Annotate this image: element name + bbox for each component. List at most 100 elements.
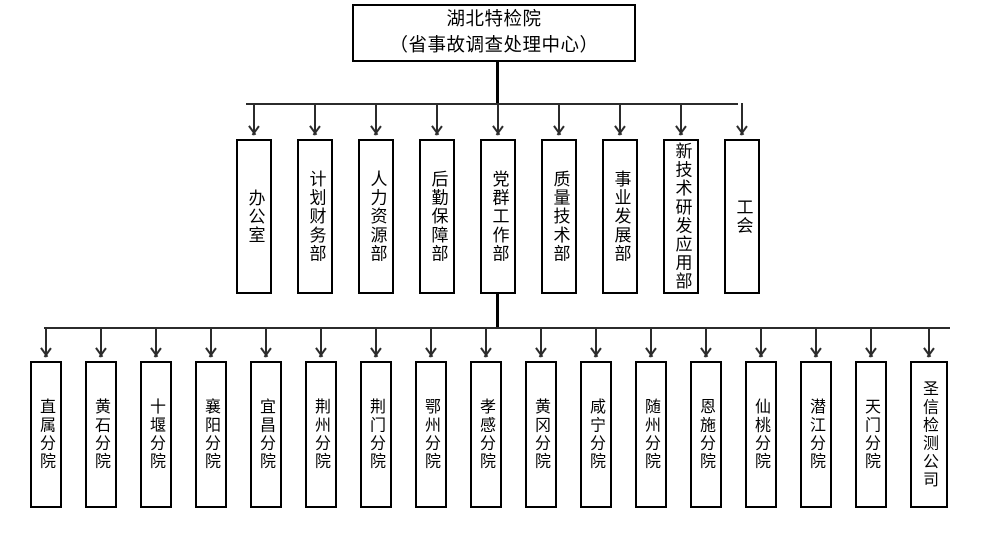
org-node-branch-label: 恩施分院 — [697, 398, 716, 471]
org-node-branch[interactable]: 圣信检测公司 — [910, 361, 948, 508]
connector-branch-drop — [320, 327, 322, 353]
org-node-branch[interactable]: 孝感分院 — [470, 361, 502, 508]
connector-level2-to-level3-drop — [496, 293, 499, 328]
arrow-down-icon — [492, 126, 505, 135]
org-node-branch-label: 咸宁分院 — [587, 398, 606, 471]
arrow-down-icon — [150, 348, 163, 357]
connector-branch-drop — [815, 327, 817, 353]
org-node-root[interactable]: 湖北特检院 （省事故调查处理中心） — [352, 4, 636, 62]
arrow-down-icon — [370, 348, 383, 357]
org-node-department[interactable]: 党群工作部 — [480, 139, 516, 294]
org-node-department[interactable]: 新技术研发应用部 — [663, 139, 699, 294]
connector-department-drop — [497, 103, 499, 131]
connector-department-drop — [741, 103, 743, 131]
org-node-branch[interactable]: 潜江分院 — [800, 361, 832, 508]
connector-branch-drop — [45, 327, 47, 353]
connector-branch-drop — [928, 327, 930, 353]
arrow-down-icon — [370, 126, 383, 135]
connector-branch-drop — [155, 327, 157, 353]
connector-root-drop — [496, 62, 499, 104]
org-node-department-label: 工会 — [732, 197, 753, 236]
org-node-department[interactable]: 人力资源部 — [358, 139, 394, 294]
arrow-down-icon — [675, 126, 688, 135]
org-node-department-label: 党群工作部 — [488, 170, 509, 263]
connector-branch-drop — [265, 327, 267, 353]
org-node-department-label: 人力资源部 — [366, 170, 387, 263]
org-node-branch[interactable]: 荆州分院 — [305, 361, 337, 508]
connector-department-drop — [619, 103, 621, 131]
arrow-down-icon — [205, 348, 218, 357]
arrow-down-icon — [535, 348, 548, 357]
arrow-down-icon — [553, 126, 566, 135]
org-node-department[interactable]: 事业发展部 — [602, 139, 638, 294]
arrow-down-icon — [431, 126, 444, 135]
connector-department-drop — [436, 103, 438, 131]
arrow-down-icon — [736, 126, 749, 135]
org-node-department-label: 质量技术部 — [549, 170, 570, 263]
org-node-department[interactable]: 办公室 — [236, 139, 272, 294]
org-node-department-label: 计划财务部 — [305, 170, 326, 263]
connector-branch-drop — [760, 327, 762, 353]
org-node-branch-label: 天门分院 — [862, 398, 881, 471]
org-node-branch[interactable]: 十堰分院 — [140, 361, 172, 508]
org-node-branch-label: 孝感分院 — [477, 398, 496, 471]
arrow-down-icon — [260, 348, 273, 357]
connector-branch-drop — [100, 327, 102, 353]
org-node-branch[interactable]: 襄阳分院 — [195, 361, 227, 508]
connector-branch-drop — [650, 327, 652, 353]
org-node-branch-label: 十堰分院 — [147, 398, 166, 471]
connector-department-drop — [314, 103, 316, 131]
connector-branch-drop — [210, 327, 212, 353]
org-node-branch[interactable]: 鄂州分院 — [415, 361, 447, 508]
org-node-department-label: 办公室 — [244, 188, 265, 245]
arrow-down-icon — [40, 348, 53, 357]
org-node-branch-label: 仙桃分院 — [752, 398, 771, 471]
org-node-branch-label: 黄石分院 — [92, 398, 111, 471]
connector-department-drop — [375, 103, 377, 131]
org-node-branch[interactable]: 恩施分院 — [690, 361, 722, 508]
org-node-department-label: 事业发展部 — [610, 170, 631, 263]
org-node-department[interactable]: 计划财务部 — [297, 139, 333, 294]
org-node-branch[interactable]: 黄石分院 — [85, 361, 117, 508]
org-node-branch[interactable]: 直属分院 — [30, 361, 62, 508]
arrow-down-icon — [315, 348, 328, 357]
arrow-down-icon — [248, 126, 261, 135]
connector-department-drop — [558, 103, 560, 131]
arrow-down-icon — [865, 348, 878, 357]
org-node-department-label: 后勤保障部 — [427, 170, 448, 263]
org-node-branch[interactable]: 宜昌分院 — [250, 361, 282, 508]
arrow-down-icon — [480, 348, 493, 357]
connector-level2-bus — [246, 103, 738, 105]
org-node-branch[interactable]: 黄冈分院 — [525, 361, 557, 508]
org-node-branch[interactable]: 咸宁分院 — [580, 361, 612, 508]
org-node-branch-label: 鄂州分院 — [422, 398, 441, 471]
arrow-down-icon — [614, 126, 627, 135]
org-node-branch-label: 襄阳分院 — [202, 398, 221, 471]
org-node-branch-label: 黄冈分院 — [532, 398, 551, 471]
org-node-branch-label: 潜江分院 — [807, 398, 826, 471]
connector-branch-drop — [705, 327, 707, 353]
connector-branch-drop — [540, 327, 542, 353]
arrow-down-icon — [645, 348, 658, 357]
arrow-down-icon — [700, 348, 713, 357]
arrow-down-icon — [309, 126, 322, 135]
org-node-branch-label: 荆州分院 — [312, 398, 331, 471]
org-node-department[interactable]: 质量技术部 — [541, 139, 577, 294]
arrow-down-icon — [590, 348, 603, 357]
arrow-down-icon — [755, 348, 768, 357]
connector-branch-drop — [595, 327, 597, 353]
connector-level3-bus — [44, 327, 950, 329]
org-node-branch-label: 宜昌分院 — [257, 398, 276, 471]
org-node-branch-label: 直属分院 — [37, 398, 56, 471]
connector-department-drop — [253, 103, 255, 131]
org-node-branch[interactable]: 仙桃分院 — [745, 361, 777, 508]
org-node-department[interactable]: 工会 — [724, 139, 760, 294]
org-node-department[interactable]: 后勤保障部 — [419, 139, 455, 294]
arrow-down-icon — [810, 348, 823, 357]
org-node-branch[interactable]: 天门分院 — [855, 361, 887, 508]
connector-branch-drop — [375, 327, 377, 353]
org-node-branch[interactable]: 荆门分院 — [360, 361, 392, 508]
connector-branch-drop — [870, 327, 872, 353]
org-node-branch[interactable]: 随州分院 — [635, 361, 667, 508]
